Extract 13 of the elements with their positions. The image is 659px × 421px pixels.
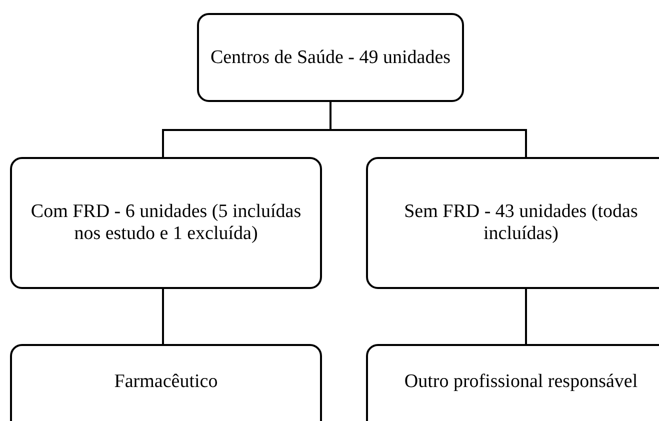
box-label: Com FRD - 6 unidades (5 incluídas nos estudo e 1 excluída) (30, 201, 302, 245)
box-label: Centros de Saúde - 49 unidades (209, 46, 452, 68)
box-label: Outro profissional responsável (403, 371, 639, 393)
box-label: Sem FRD - 43 unidades (todas incluídas) (403, 201, 639, 245)
process-box (10, 157, 322, 289)
connector-line (162, 289, 164, 344)
process-box (366, 157, 659, 289)
connector-line (330, 102, 527, 157)
process-box (366, 344, 659, 421)
process-box (197, 13, 464, 102)
box-label: Farmacêutico (113, 371, 219, 393)
process-box (10, 344, 322, 421)
connector-line (525, 289, 527, 344)
